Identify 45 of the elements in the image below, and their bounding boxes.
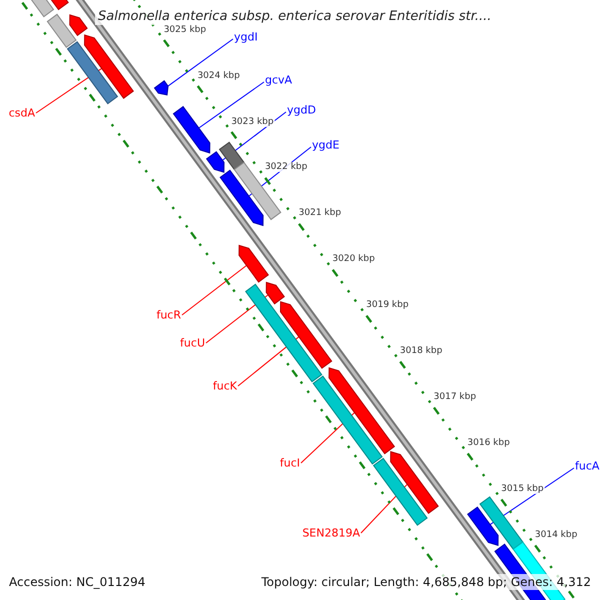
gene-feature	[46, 14, 77, 48]
gene-label: fucA	[575, 460, 600, 472]
gene-feature	[467, 506, 499, 546]
position-label: 3016 kbp	[466, 438, 511, 448]
gene-feature	[218, 142, 245, 170]
gene-feature	[206, 151, 224, 173]
position-label: 3025 kbp	[162, 24, 208, 35]
position-label: 3019 kbp	[365, 300, 410, 310]
position-label: 3024 kbp	[196, 70, 241, 81]
position-label: 3014 kbp	[534, 530, 578, 540]
gene-feature	[280, 301, 332, 369]
gene-label: fucK	[212, 380, 237, 392]
gene-label: ygdE	[312, 138, 340, 152]
gene-label: fucR	[156, 308, 181, 322]
gene-label: fucI	[280, 456, 300, 470]
gene-label: ygdI	[234, 30, 258, 44]
position-label: 3020 kbp	[331, 254, 376, 264]
gene-feature	[266, 282, 285, 304]
position-label: 3022 kbp	[264, 162, 308, 172]
position-label: 3017 kbp	[432, 392, 478, 402]
gene-feature	[238, 244, 269, 283]
gene-feature	[66, 41, 118, 104]
gene-label: SEN2819A	[302, 526, 360, 540]
gene-label: ygdD	[287, 104, 316, 116]
gene-feature	[69, 14, 88, 36]
leader-line	[198, 82, 264, 128]
gene-label: gcvA	[265, 74, 292, 86]
position-label: 3023 kbp	[230, 116, 275, 127]
leader-line	[182, 265, 247, 316]
position-label: 3018 kbp	[398, 346, 444, 356]
gene-feature	[154, 80, 169, 96]
gene-feature	[390, 451, 439, 514]
leader-line	[168, 38, 234, 87]
gene-feature	[220, 170, 264, 226]
gene-feature	[372, 458, 428, 526]
gene-feature	[84, 34, 134, 99]
position-label: 3021 kbp	[298, 208, 342, 218]
gene-feature	[328, 367, 396, 454]
gene-label: fucU	[180, 336, 205, 350]
position-label: 3015 kbp	[500, 484, 545, 494]
gene-feature	[172, 106, 210, 154]
gene-feature	[479, 496, 524, 550]
gene-feature	[312, 376, 383, 465]
gene-feature	[245, 284, 322, 382]
gene-label: csdA	[8, 106, 35, 120]
